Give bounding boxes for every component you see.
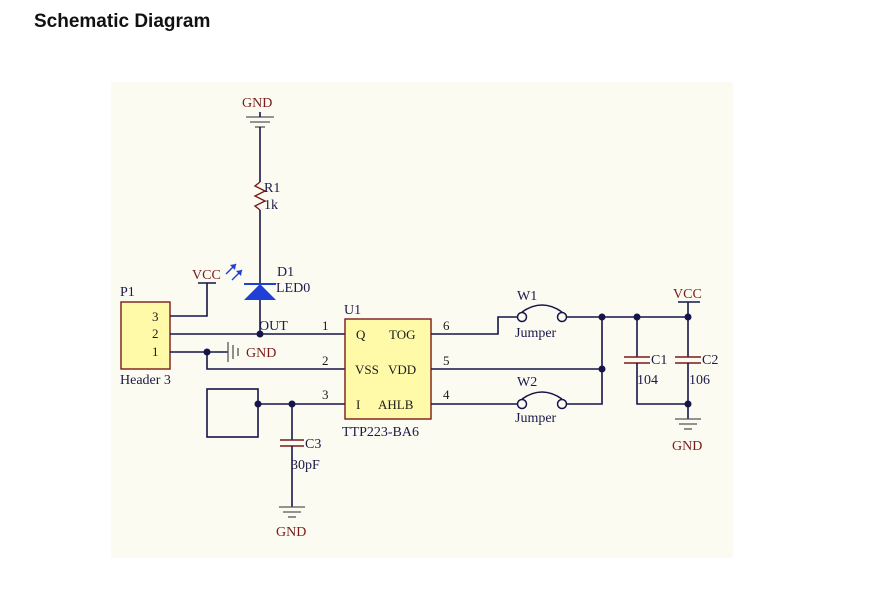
- r1-value-label: 1k: [264, 198, 278, 213]
- u1-pin3-number: 3: [322, 387, 329, 402]
- u1-pin6-number: 6: [443, 318, 450, 333]
- wire-gnd-vss: [206, 352, 345, 370]
- gnd-label-right: GND: [672, 439, 702, 454]
- w1-ref-label: W1: [517, 289, 537, 304]
- w2-value-label: Jumper: [515, 411, 557, 426]
- d1-value-label: LED0: [276, 281, 310, 296]
- chip-u1: [344, 318, 432, 420]
- vcc-label-left: VCC: [192, 268, 221, 283]
- junction-c-bottom: [684, 400, 692, 408]
- led-d1: [225, 263, 276, 334]
- c3-ref-label: C3: [305, 437, 321, 452]
- vcc-label-right: VCC: [673, 287, 702, 302]
- touch-pad: [206, 388, 259, 438]
- p1-pin2-label: 2: [152, 326, 159, 341]
- u1-pin5-number: 5: [443, 353, 450, 368]
- p1-value-label: Header 3: [120, 373, 171, 388]
- junction-pad: [254, 400, 262, 408]
- u1-q-label: Q: [356, 327, 366, 342]
- page-title: Schematic Diagram: [34, 11, 211, 32]
- jumper-w1: [516, 304, 568, 323]
- gnd-symbol-top: [246, 112, 274, 128]
- u1-ref-label: U1: [344, 303, 361, 318]
- jumper-w2: [516, 391, 568, 410]
- u1-ahlb-label: AHLB: [378, 397, 414, 412]
- c1-value-label: 104: [637, 373, 658, 388]
- p1-ref-label: P1: [120, 285, 135, 300]
- d1-ref-label: D1: [277, 265, 294, 280]
- junction-out: [256, 330, 264, 338]
- p1-pin1-label: 1: [152, 344, 159, 359]
- c1-ref-label: C1: [651, 353, 667, 368]
- u1-tog-label: TOG: [389, 327, 415, 342]
- resistor-r1: [253, 181, 267, 211]
- w1-value-label: Jumper: [515, 326, 557, 341]
- gnd-label-top: GND: [242, 96, 272, 111]
- gnd-symbol-left: [227, 342, 239, 362]
- wire-w2-vcc: [566, 317, 603, 405]
- header-p1: [120, 301, 171, 370]
- gnd-symbol-right: [675, 418, 701, 430]
- gnd-symbol-bottom: [279, 506, 305, 518]
- r1-ref-label: R1: [264, 181, 280, 196]
- u1-pin4-number: 4: [443, 387, 450, 402]
- p1-pin3-label: 3: [152, 309, 159, 324]
- wire-vcc-p1-pin3: [170, 283, 208, 317]
- wire-c1-bottom: [636, 363, 688, 405]
- c2-value-label: 106: [689, 373, 710, 388]
- u1-i-label: I: [356, 397, 360, 412]
- u1-value-label: TTP223-BA6: [342, 425, 419, 440]
- out-label: OUT: [259, 319, 288, 334]
- wire-tog-w1: [431, 316, 518, 335]
- w2-ref-label: W2: [517, 375, 537, 390]
- c3-value-label: 30pF: [291, 458, 320, 473]
- gnd-label-left: GND: [246, 346, 276, 361]
- u1-pin2-number: 2: [322, 353, 329, 368]
- u1-vss-label: VSS: [355, 362, 379, 377]
- gnd-label-bottom: GND: [276, 525, 306, 540]
- u1-vdd-label: VDD: [388, 362, 416, 377]
- c2-ref-label: C2: [702, 353, 718, 368]
- u1-pin1-number: 1: [322, 318, 329, 333]
